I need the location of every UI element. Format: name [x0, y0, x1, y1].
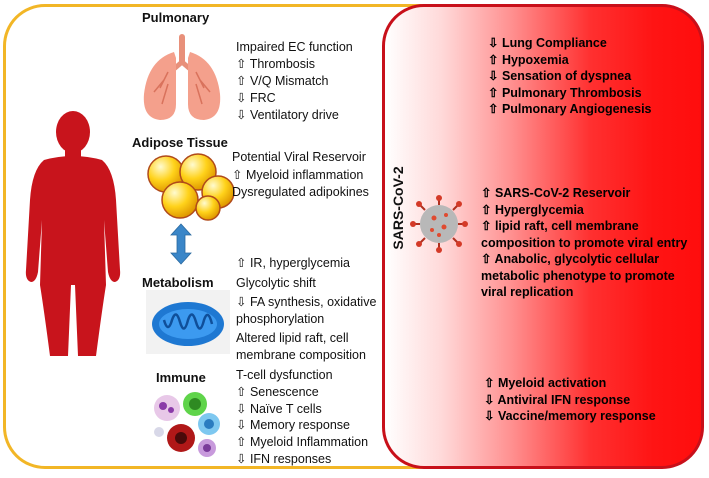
mitochondrion-icon [146, 290, 230, 354]
list-item: ⇧ Anabolic, glycolytic cellular [481, 252, 660, 266]
list-item: Impaired EC function [236, 40, 353, 54]
sars-cov-2-label: SARS-CoV-2 [390, 166, 406, 250]
list-item: ⇧ IR, hyperglycemia [236, 256, 350, 270]
list-item: ⇧ Pulmonary Thrombosis [488, 85, 642, 100]
list-item: viral replication [481, 285, 574, 299]
double-arrow-icon [170, 223, 192, 265]
list-item: ⇩ Naïve T cells [236, 401, 322, 416]
lungs-icon [143, 34, 221, 120]
list-item: ⇧ Pulmonary Angiogenesis [488, 102, 652, 116]
list-item: ⇧ Myeloid activation [484, 376, 607, 390]
list-item: Altered lipid raft, cell [236, 331, 349, 345]
adipocytes-icon [147, 153, 235, 221]
human-silhouette-icon [25, 111, 121, 356]
list-item: T-cell dysfunction [236, 368, 333, 382]
list-item: Glycolytic shift [236, 276, 316, 290]
list-item: ⇩ Sensation of dyspnea [488, 69, 632, 83]
list-item: metabolic phenotype to promote [481, 268, 675, 283]
list-item: ⇩ FRC [236, 91, 276, 105]
list-item: Dysregulated adipokines [232, 185, 369, 199]
list-item: membrane composition [236, 348, 366, 362]
list-item: ⇩ Vaccine/memory response [484, 409, 656, 423]
list-item: ⇧ Senescence [236, 384, 319, 399]
metabolism-list: ⇧ IR, hyperglycemia Glycolytic shift ⇩ F… [236, 255, 376, 364]
covid-immune-effects: ⇧ Myeloid activation ⇩ Antiviral IFN res… [484, 375, 656, 425]
list-item: ⇧ V/Q Mismatch [236, 74, 329, 88]
list-item: ⇧ Myeloid Inflammation [236, 435, 369, 450]
list-item: ⇩ FA synthesis, oxidative [236, 295, 377, 309]
list-item: ⇧ Myeloid inflammation [232, 167, 364, 182]
covid-metabolic-effects: ⇧ SARS-CoV-2 Reservoir ⇧ Hyperglycemia ⇧… [481, 185, 687, 301]
coronavirus-icon [410, 195, 468, 253]
list-item: phosphorylation [236, 312, 325, 326]
list-item: ⇧ Hypoxemia [488, 52, 569, 67]
list-item: ⇧ lipid raft, cell membrane [481, 219, 639, 233]
list-item: ⇩ IFN responses [236, 451, 332, 466]
metabolism-heading: Metabolism [142, 275, 214, 290]
list-item: ⇧ Hyperglycemia [481, 202, 584, 217]
list-item: ⇧ SARS-CoV-2 Reservoir [481, 186, 631, 200]
immune-cells-icon [154, 392, 220, 457]
adipose-heading: Adipose Tissue [132, 135, 228, 150]
pulmonary-heading: Pulmonary [142, 10, 210, 25]
covid-pulmonary-effects: ⇩ Lung Compliance ⇧ Hypoxemia ⇩ Sensatio… [488, 35, 652, 118]
list-item: ⇩ Memory response [236, 418, 350, 433]
list-item: ⇩ Ventilatory drive [236, 108, 339, 122]
list-item: ⇧ Thrombosis [236, 57, 316, 71]
list-item: Potential Viral Reservoir [232, 150, 366, 164]
immune-heading: Immune [156, 370, 206, 385]
list-item: composition to promote viral entry [481, 235, 688, 250]
pulmonary-list: Impaired EC function ⇧ Thrombosis ⇧ V/Q … [236, 39, 353, 124]
immune-list: T-cell dysfunction ⇧ Senescence ⇩ Naïve … [236, 367, 368, 468]
adipose-list: Potential Viral Reservoir ⇧ Myeloid infl… [232, 149, 369, 202]
list-item: ⇩ Antiviral IFN response [484, 392, 631, 407]
list-item: ⇩ Lung Compliance [488, 36, 607, 50]
